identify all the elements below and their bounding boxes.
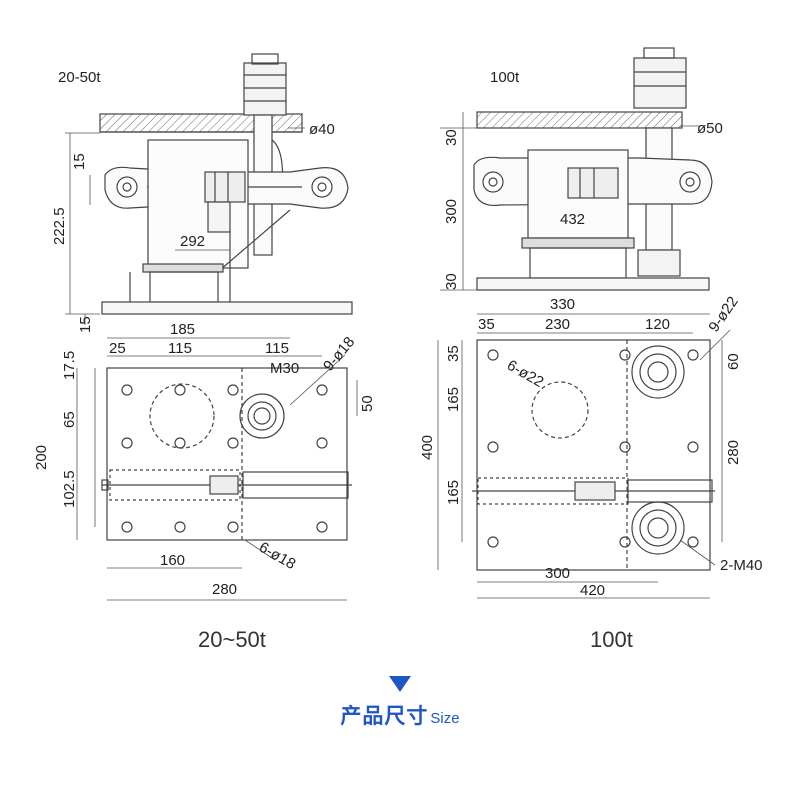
right-dim-top-c: 120 (645, 316, 670, 333)
section-title-main: 产品尺寸 (340, 705, 429, 728)
left-dim-top-a: 25 (109, 340, 126, 357)
right-dim-top-a: 35 (478, 316, 495, 333)
left-dim-gap: 15 (71, 153, 88, 170)
right-side-view (473, 47, 713, 291)
left-dim-holes-bottom: 6-ø18 (256, 539, 298, 573)
right-dim-base: 30 (443, 273, 460, 290)
down-arrow-icon (389, 676, 411, 692)
left-dim-overall-top: 185 (170, 321, 195, 338)
right-caption: 100t (590, 627, 633, 652)
right-dim-bottom-overall: 420 (580, 582, 605, 599)
left-dim-left-low: 102.5 (61, 470, 78, 508)
left-dim-base: 15 (77, 316, 94, 333)
left-dim-top-b: 115 (168, 340, 192, 357)
left-dim-height: 222.5 (51, 207, 68, 245)
left-dim-hole: ø40 (309, 121, 335, 138)
right-dim-thread: 2-M40 (720, 557, 763, 574)
left-plan-dimension-lines (76, 337, 358, 601)
right-dim-hole: ø50 (697, 120, 723, 137)
left-dim-right-small: 50 (359, 395, 376, 412)
right-dim-height: 300 (443, 199, 460, 224)
left-dim-inner: 292 (180, 233, 205, 250)
left-caption: 20~50t (198, 627, 266, 652)
right-dim-left-mid: 165 (445, 387, 462, 412)
left-corner-label: 20-50t (58, 69, 101, 86)
left-dim-left-top: 17.5 (61, 351, 78, 380)
right-dim-holes-top: 9-ø22 (705, 293, 741, 335)
left-dim-bottom-overall: 280 (212, 581, 237, 598)
right-dim-top: 30 (443, 129, 460, 146)
right-plan-dimension-lines (437, 313, 731, 599)
left-side-view (99, 53, 353, 315)
left-dim-bottom-inner: 160 (160, 552, 185, 569)
right-dim-left-low: 165 (445, 480, 462, 505)
right-dim-overall-top: 330 (550, 296, 575, 313)
right-dim-right-top: 60 (725, 353, 742, 370)
left-dim-top-c: 115 (265, 340, 289, 357)
right-dim-inner: 432 (560, 211, 585, 228)
right-corner-label: 100t (490, 69, 520, 86)
right-dim-holes-inner: 6-ø22 (504, 357, 546, 391)
right-plan-view (472, 339, 715, 571)
left-side-dimension-lines (65, 127, 305, 325)
right-dim-bottom-inner: 300 (545, 565, 570, 582)
right-side-dimension-lines (440, 112, 700, 291)
right-dim-overall-height: 400 (419, 435, 436, 460)
right-dim-right-mid: 280 (725, 440, 742, 465)
left-dim-overall-height: 200 (33, 445, 50, 470)
left-plan-view (101, 367, 352, 541)
right-dim-top-b: 230 (545, 316, 570, 333)
left-dim-thread: M30 (270, 360, 299, 377)
left-dim-left-mid: 65 (61, 411, 78, 428)
section-title-sub: Size (430, 710, 460, 727)
right-dim-left-top: 35 (445, 345, 462, 362)
